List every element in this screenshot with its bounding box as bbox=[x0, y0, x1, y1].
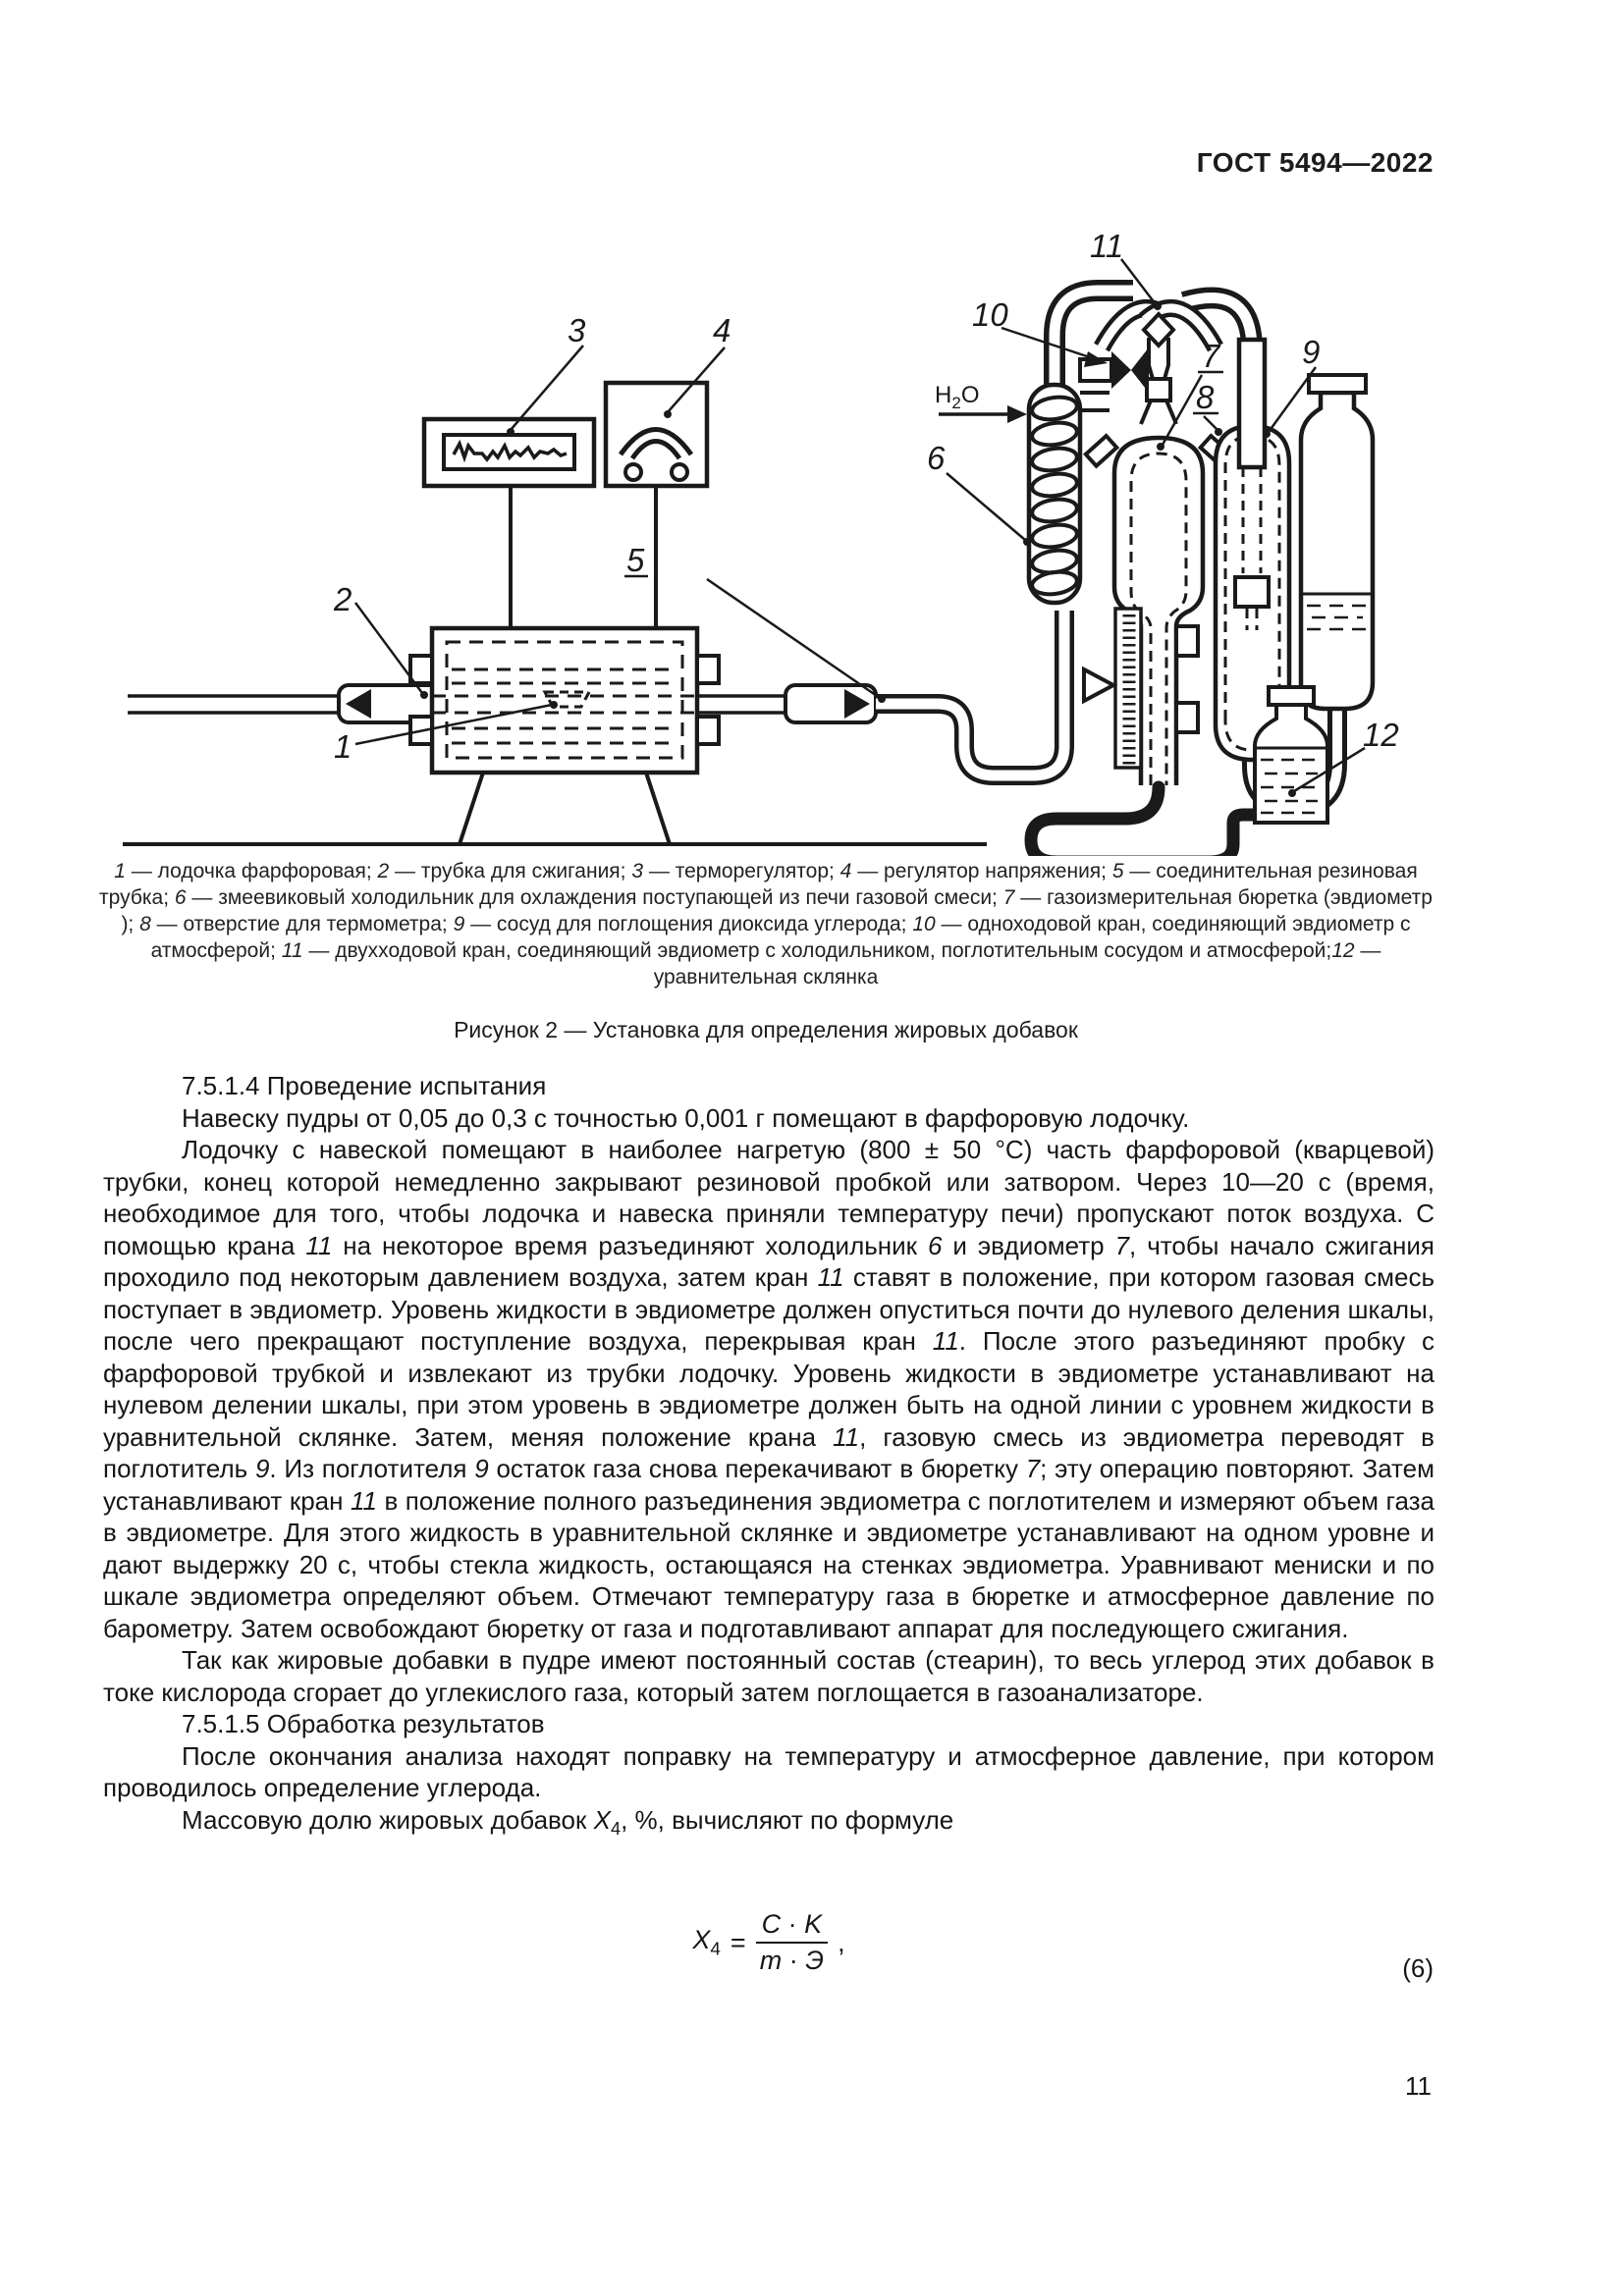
combustion-tube-right bbox=[697, 694, 787, 715]
stopcock11-wing-right-core bbox=[1142, 303, 1219, 350]
stopcock10-body-left bbox=[1111, 351, 1131, 389]
voltage-knob-right bbox=[670, 462, 689, 482]
label-2: 2 bbox=[333, 581, 352, 617]
absorber-inner-tube bbox=[1236, 337, 1268, 470]
figure-caption: Рисунок 2 — Установка для определения жи… bbox=[454, 1017, 1078, 1042]
plug-arrow-right-icon bbox=[844, 689, 870, 719]
formula-denominator: m · Э bbox=[759, 1946, 825, 1976]
formula: X4 = C · K m · Э , bbox=[692, 1909, 844, 1976]
figure-legend: 1 — лодочка фарфоровая; 2 — трубка для с… bbox=[99, 860, 1433, 988]
burette-tab-upper bbox=[1174, 624, 1200, 658]
formula-block: X4 = C · K m · Э , bbox=[103, 1909, 1435, 1976]
voltage-gauge-arc-inner bbox=[629, 439, 682, 460]
absorber-right-cap bbox=[1307, 373, 1368, 395]
voltage-knob-left bbox=[623, 462, 643, 482]
condenser-coil bbox=[1030, 395, 1079, 597]
formula-numerator: C · K bbox=[755, 1909, 829, 1945]
paragraph: После окончания анализа находят поправку… bbox=[103, 1740, 1435, 1803]
plug-arrow-left-icon bbox=[346, 689, 371, 719]
rubber-tube-outer bbox=[876, 611, 1074, 785]
label-9: 9 bbox=[1302, 334, 1320, 370]
levelling-bottle-cap bbox=[1267, 685, 1316, 707]
furnace-stand bbox=[458, 772, 672, 845]
label-3: 3 bbox=[568, 312, 586, 348]
furnace-body bbox=[429, 625, 700, 775]
label-1: 1 bbox=[334, 728, 352, 765]
label-8: 8 bbox=[1196, 379, 1215, 415]
diagram-artwork: 2 1 3 4 5 6 7 8 9 10 11 12 H2O bbox=[123, 228, 1399, 856]
formula-equals: = bbox=[730, 1927, 746, 1957]
document-header: ГОСТ 5494—2022 bbox=[1196, 147, 1434, 178]
paragraph: 7.5.1.5 Обработка результатов bbox=[182, 1709, 545, 1738]
porcelain-boat bbox=[542, 690, 592, 709]
absorber-right-limb bbox=[1298, 390, 1376, 712]
arch-right-core bbox=[1182, 293, 1258, 350]
voltage-regulator-box bbox=[603, 380, 710, 489]
paragraph: Массовую долю жировых добавок X4, %, выч… bbox=[182, 1804, 954, 1839]
combustion-tube-left bbox=[128, 694, 340, 715]
paragraph: Навеску пудры от 0,05 до 0,3 с точностью… bbox=[182, 1102, 1190, 1133]
bottle-liquid bbox=[1261, 758, 1322, 815]
label-4: 4 bbox=[713, 312, 731, 348]
label-6: 6 bbox=[927, 440, 946, 476]
equation-number: (6) bbox=[1402, 1953, 1434, 1983]
paragraph: 7.5.1.4 Проведение испытания bbox=[182, 1071, 547, 1100]
right-limb-liquid bbox=[1307, 604, 1367, 631]
eudiometer-wall-right bbox=[1158, 435, 1206, 785]
label-10: 10 bbox=[972, 296, 1008, 333]
label-11: 11 bbox=[1090, 228, 1123, 264]
stopcock10-body-right bbox=[1131, 347, 1149, 393]
thermoregulator-trace bbox=[452, 439, 568, 463]
page-number: 11 bbox=[1405, 2071, 1432, 2101]
stopcock11-diamond bbox=[1141, 311, 1176, 348]
absorber-valve bbox=[1233, 575, 1271, 609]
arch-left-core bbox=[1049, 285, 1133, 395]
levelling-bottle bbox=[1253, 703, 1329, 825]
voltage-gauge-arc-outer bbox=[618, 427, 694, 456]
paragraph: Так как жировые добавки в пудре имеют по… bbox=[103, 1645, 1435, 1707]
paragraph: Лодочку с навеской помещают в наиболее н… bbox=[103, 1135, 1435, 1643]
apparatus-diagram: 2 1 3 4 5 6 7 8 9 10 11 12 H2O bbox=[123, 228, 1399, 856]
condenser-outlet-stub bbox=[1080, 391, 1110, 412]
burette-pointer-icon bbox=[1082, 666, 1118, 705]
diagram-number-labels: 2 1 3 4 5 6 7 8 9 10 11 12 H2O bbox=[333, 228, 1399, 765]
label-7: 7 bbox=[1202, 338, 1221, 374]
thermometer-stub-left bbox=[1083, 433, 1120, 469]
furnace-interior-dashed bbox=[432, 640, 697, 760]
rubber-tube-core bbox=[876, 611, 1070, 781]
h2o-label: H2O bbox=[935, 382, 979, 412]
absorber-inner-tube-dashed bbox=[1241, 467, 1263, 630]
formula-trailing-comma: , bbox=[838, 1927, 845, 1957]
furnace-lugs bbox=[408, 654, 721, 746]
absorber-inner-dashed-wall bbox=[1223, 434, 1281, 752]
burette-tab-lower bbox=[1174, 701, 1200, 734]
levelling-hose bbox=[1024, 780, 1266, 856]
label-5: 5 bbox=[626, 542, 645, 578]
formula-lhs: X4 bbox=[692, 1924, 721, 1960]
leader-lines bbox=[353, 258, 1366, 797]
h2o-arrowhead-icon bbox=[1007, 405, 1027, 423]
label-12: 12 bbox=[1363, 717, 1399, 753]
formula-fraction: C · K m · Э bbox=[755, 1909, 829, 1976]
